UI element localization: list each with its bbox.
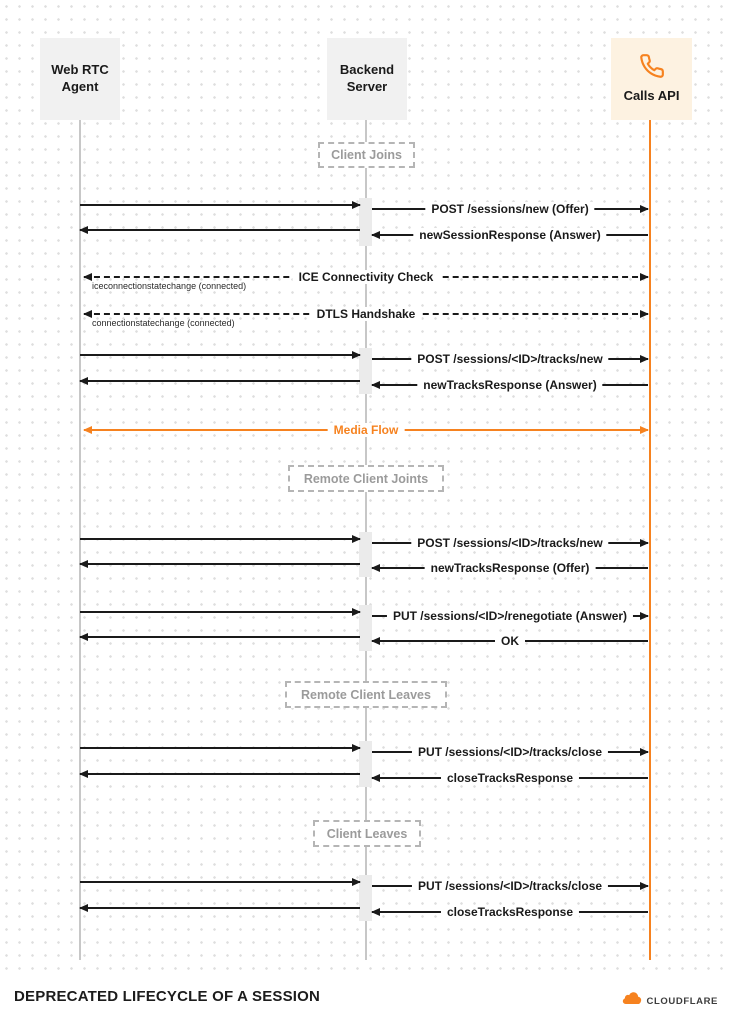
arrow-agent-to-backend: [80, 535, 361, 543]
message-label: closeTracksResponse: [440, 771, 580, 785]
arrow-backend-to-agent: [79, 560, 360, 568]
lifeline-calls-api: [649, 120, 651, 960]
actor-calls-api: Calls API: [611, 38, 692, 120]
message-label: PUT /sessions/<ID>/tracks/close: [411, 879, 609, 893]
phone-icon: [639, 53, 665, 84]
message-label: POST /sessions/<ID>/tracks/new: [411, 536, 609, 550]
arrow-backend-to-agent: [79, 770, 360, 778]
phase-client-leaves: Client Leaves: [313, 820, 421, 847]
message-label: OK: [495, 634, 525, 648]
message-label: newSessionResponse (Answer): [413, 228, 607, 242]
arrow-agent-to-backend: [80, 744, 361, 752]
message-label: newTracksResponse (Offer): [424, 561, 596, 575]
dtls-state-note: connectionstatechange (connected): [92, 318, 235, 328]
phase-label: Client Joins: [331, 148, 402, 162]
arrow-backend-to-agent: [79, 904, 360, 912]
lifeline-web-rtc-agent: [79, 120, 81, 960]
activation-bar: [359, 875, 372, 921]
ice-state-note: iceconnectionstatechange (connected): [92, 281, 247, 291]
phase-remote-client-joins: Remote Client Joints: [288, 465, 444, 492]
message-label: closeTracksResponse: [440, 905, 580, 919]
message-label: PUT /sessions/<ID>/tracks/close: [411, 745, 609, 759]
diagram-title: DEPRECATED LIFECYCLE OF A SESSION: [14, 988, 321, 1005]
activation-bar: [359, 348, 372, 394]
message-label: ICE Connectivity Check: [292, 270, 440, 284]
message-label: PUT /sessions/<ID>/renegotiate (Answer): [386, 609, 634, 623]
message-label: Media Flow: [327, 423, 405, 437]
actor-label: Calls API: [623, 88, 680, 103]
footer: DEPRECATED LIFECYCLE OF A SESSION CLOUDF…: [0, 971, 732, 1019]
activation-bar: [359, 198, 372, 246]
phase-label: Remote Client Joints: [303, 471, 429, 486]
message-label: newTracksResponse (Answer): [417, 378, 603, 392]
message-label: DTLS Handshake: [310, 307, 422, 321]
phase-label: Client Leaves: [326, 826, 408, 841]
arrow-backend-to-agent: [79, 226, 360, 234]
phase-remote-client-leaves: Remote Client Leaves: [285, 681, 447, 708]
cloudflare-logo-icon: [621, 991, 643, 1011]
cloudflare-brand-label: CLOUDFLARE: [646, 995, 718, 1007]
arrow-agent-to-backend: [80, 351, 361, 359]
activation-bar: [359, 741, 372, 787]
phase-label: Remote Client Leaves: [301, 687, 431, 702]
cloudflare-brand: CLOUDFLARE: [621, 991, 718, 1011]
arrow-agent-to-backend: [80, 608, 361, 616]
arrow-agent-to-backend: [80, 878, 361, 886]
activation-bar: [359, 532, 372, 577]
arrow-backend-to-agent: [79, 633, 360, 641]
actor-label: Backend Server: [339, 62, 395, 94]
activation-bar: [359, 605, 372, 651]
arrow-backend-to-agent: [79, 377, 360, 385]
message-label: POST /sessions/new (Offer): [425, 202, 595, 216]
actor-web-rtc-agent: Web RTC Agent: [40, 38, 120, 120]
actor-label: Web RTC Agent: [51, 62, 109, 94]
message-label: POST /sessions/<ID>/tracks/new: [411, 352, 609, 366]
phase-client-joins: Client Joins: [318, 142, 415, 168]
arrow-agent-to-backend: [80, 201, 361, 209]
actor-backend-server: Backend Server: [327, 38, 407, 120]
